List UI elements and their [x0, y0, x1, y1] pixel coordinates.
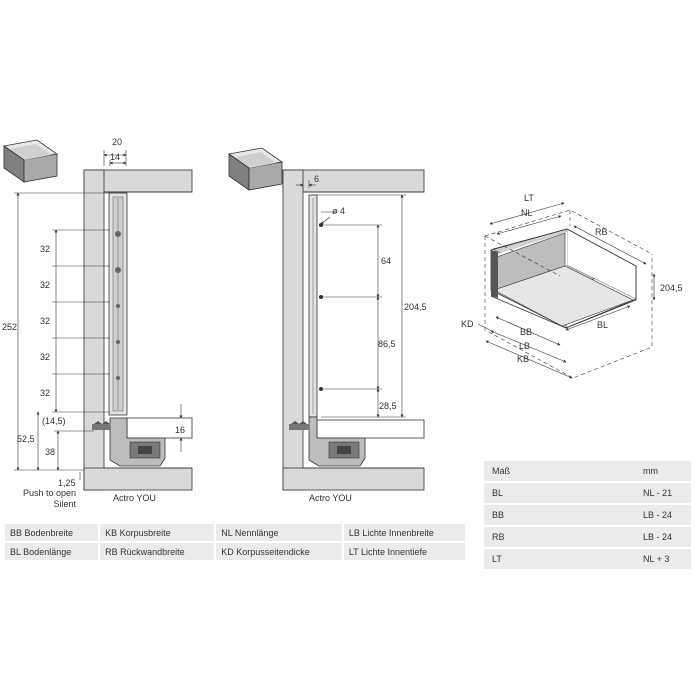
spec-header-row: Maß mm [484, 461, 691, 481]
iso-label-rb: RB [595, 227, 608, 237]
drawer-side-profile-left [92, 192, 193, 467]
cabinet-frame-left [83, 169, 193, 491]
spec-key: BB [484, 505, 637, 525]
middle-view: 6 ø 4 64 86,5 28,5 204,5 Actro YOU [227, 147, 427, 503]
drawer-icon-middle [227, 147, 284, 191]
left-view: 20 14 32 32 32 32 32 252 (14,5) 52,5 38 … [2, 137, 193, 509]
caption-actro-you-middle: Actro YOU [309, 493, 352, 503]
legend-row: BL Bodenlänge RB Rückwandbreite KD Korpu… [5, 543, 465, 560]
iso-dimensions [477, 202, 656, 379]
iso-label-bl: BL [597, 320, 608, 330]
dim-spacing-5: 32 [40, 388, 50, 398]
dim-top-20: 20 [112, 137, 122, 147]
dim-14-5: (14,5) [42, 416, 66, 426]
spec-value: NL - 21 [637, 483, 691, 503]
spec-row: BB LB - 24 [484, 505, 691, 525]
spec-header-dimension: Maß [484, 461, 637, 481]
dim-6: 6 [314, 174, 319, 184]
legend-cell: LT Lichte Innentiefe [343, 543, 465, 560]
middle-dimensions [296, 180, 406, 418]
push-to-open-label: Push to open [23, 488, 76, 498]
iso-label-bb: BB [520, 327, 532, 337]
dim-spacing-4: 32 [40, 352, 50, 362]
spec-value: LB - 24 [637, 527, 691, 547]
dim-top-14: 14 [110, 152, 120, 162]
legend-cell: LB Lichte Innenbreite [343, 524, 465, 541]
dimension-spec-table: Maß mm BL NL - 21 BB LB - 24 RB LB - 24 … [484, 459, 691, 571]
spec-key: BL [484, 483, 637, 503]
spec-row: LT NL + 3 [484, 549, 691, 569]
iso-label-nl: NL [521, 208, 533, 218]
iso-label-kd: KD [461, 319, 474, 329]
abbreviation-legend: BB Bodenbreite KB Korpusbreite NL Nennlä… [3, 522, 467, 562]
dim-204-5: 204,5 [404, 302, 427, 312]
silent-label: Silent [53, 499, 76, 509]
dim-spacing-1: 32 [40, 244, 50, 254]
spacing-dimensions [14, 150, 183, 480]
cabinet-frame-middle [282, 169, 425, 491]
legend-cell: BL Bodenlänge [5, 543, 99, 560]
dim-38: 38 [45, 447, 55, 457]
spec-value: NL + 3 [637, 549, 691, 569]
iso-view: LT NL RB 204,5 KD BB LB KB BL [461, 193, 683, 379]
drawer-side-wall [491, 250, 498, 298]
iso-label-height: 204,5 [660, 283, 683, 293]
legend-cell: NL Nennlänge [216, 524, 342, 541]
dim-spacing-3: 32 [40, 316, 50, 326]
dim-28-5: 28,5 [379, 401, 397, 411]
dim-52-5: 52,5 [17, 434, 35, 444]
iso-label-lb: LB [519, 341, 530, 351]
legend-cell: BB Bodenbreite [5, 524, 99, 541]
dim-hole-4: ø 4 [332, 206, 345, 216]
spec-row: RB LB - 24 [484, 527, 691, 547]
spec-value: LB - 24 [637, 505, 691, 525]
legend-cell: RB Rückwandbreite [100, 543, 215, 560]
caption-actro-you-left: Actro YOU [113, 493, 156, 503]
dim-64: 64 [381, 256, 391, 266]
dim-16: 16 [175, 425, 185, 435]
dim-1-25: 1,25 [58, 478, 76, 488]
iso-label-kb: KB [517, 354, 529, 364]
spec-key: LT [484, 549, 637, 569]
drawer-icon-left [2, 139, 59, 183]
drawer-side-profile-middle [289, 194, 425, 467]
iso-label-lt: LT [524, 193, 534, 203]
spec-key: RB [484, 527, 637, 547]
spec-row: BL NL - 21 [484, 483, 691, 503]
spec-header-unit: mm [637, 461, 691, 481]
dim-86-5: 86,5 [378, 339, 396, 349]
legend-cell: KB Korpusbreite [100, 524, 215, 541]
legend-row: BB Bodenbreite KB Korpusbreite NL Nennlä… [5, 524, 465, 541]
legend-cell: KD Korpusseitendicke [216, 543, 342, 560]
dim-total-252: 252 [2, 322, 17, 332]
dim-spacing-2: 32 [40, 280, 50, 290]
